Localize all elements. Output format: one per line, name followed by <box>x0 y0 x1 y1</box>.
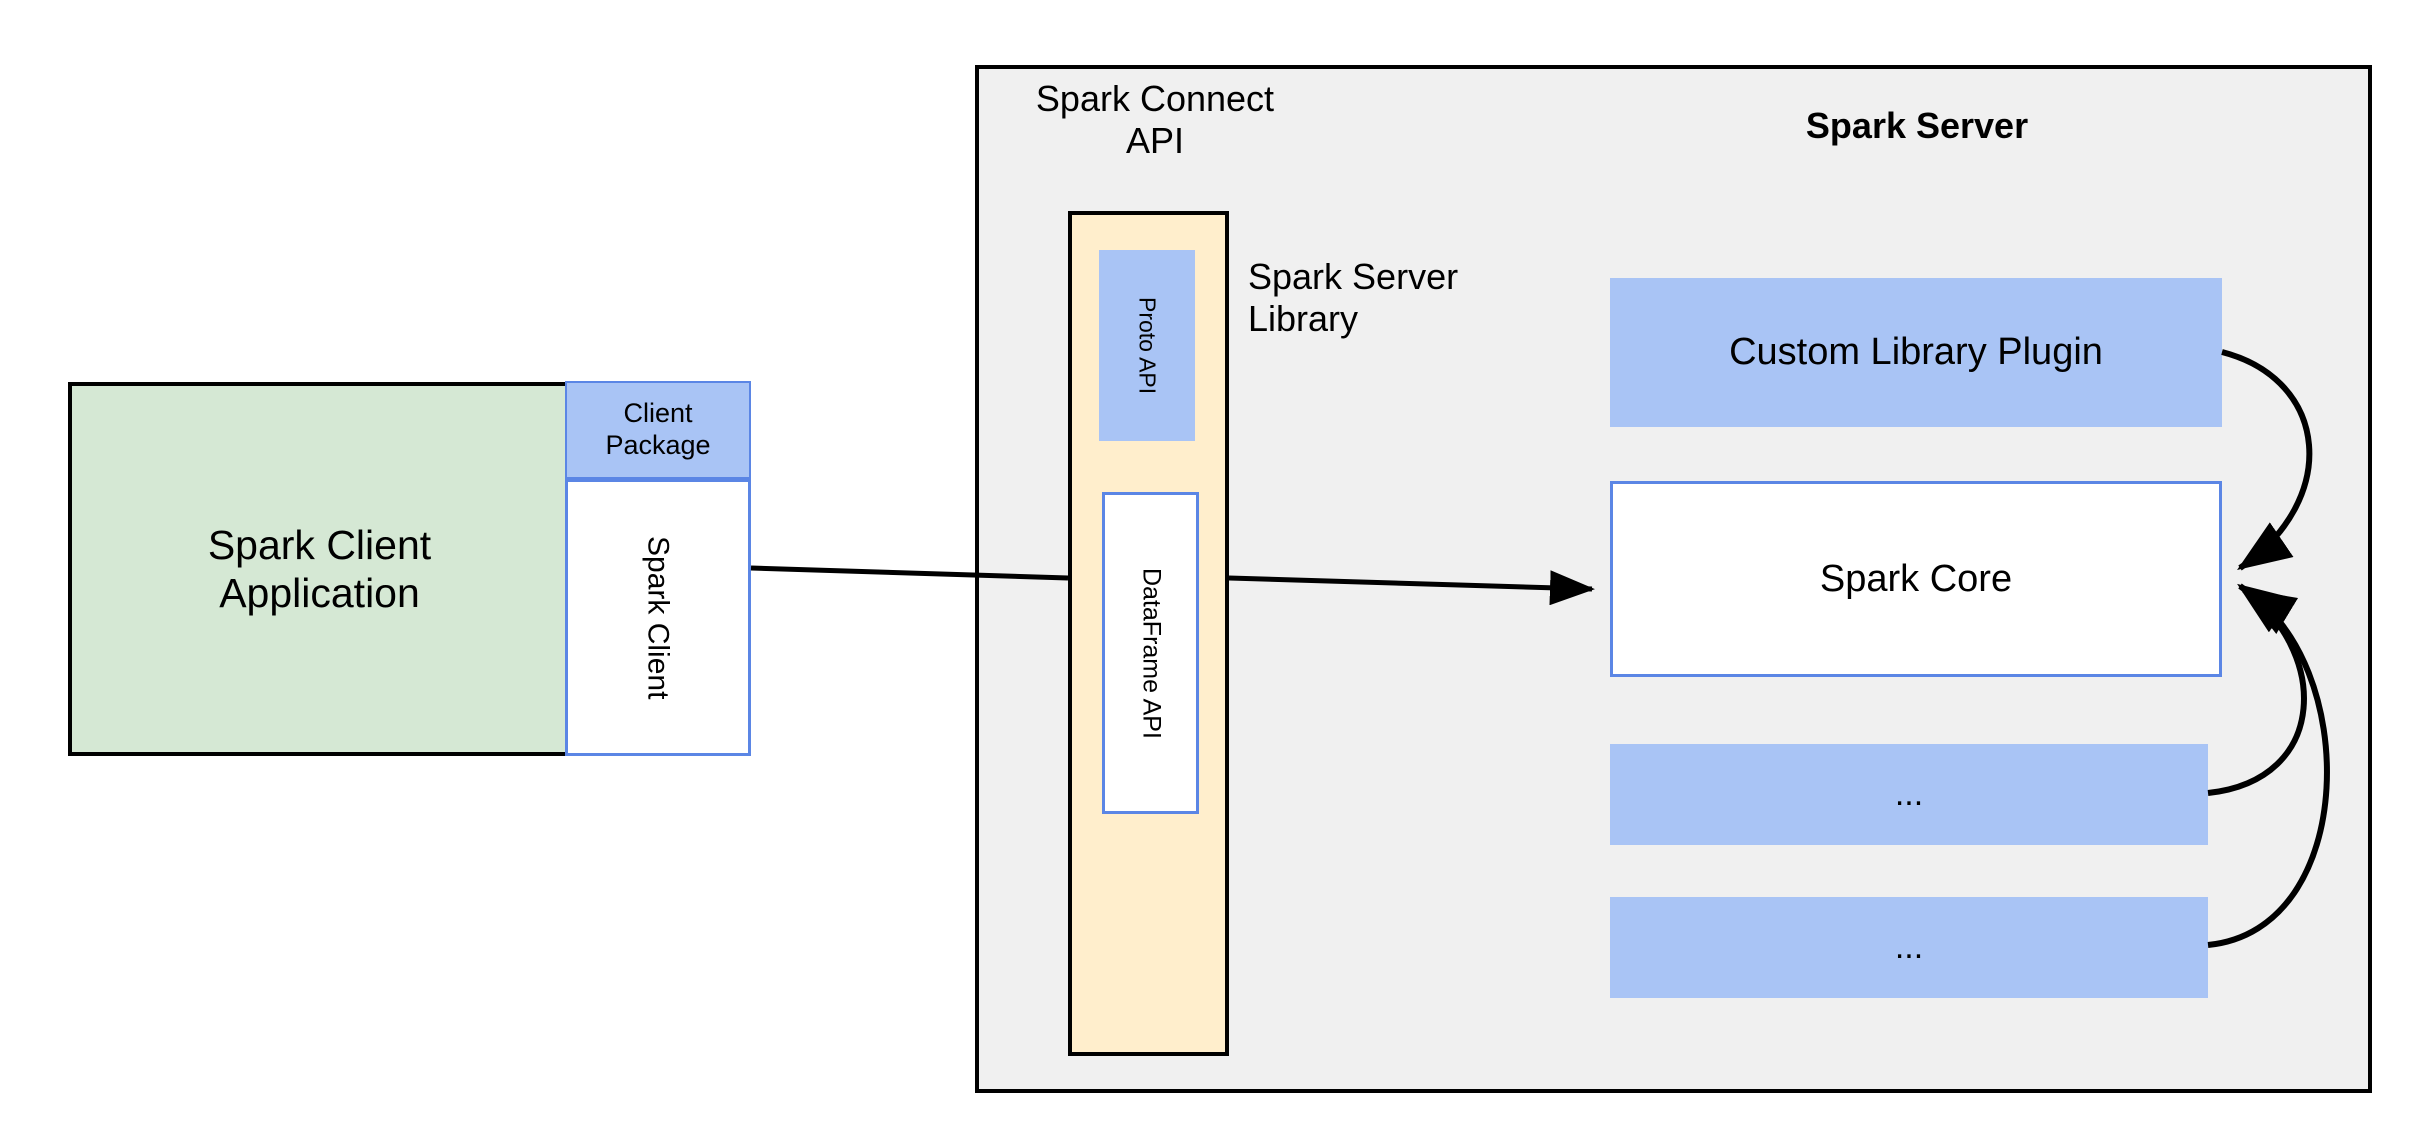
spark-client-application-box[interactable] <box>68 382 571 756</box>
ellipsis-box-2[interactable] <box>1610 897 2208 998</box>
spark-server-title: Spark Server <box>1805 104 2029 146</box>
spark-client-application-label: Spark Client Application <box>207 521 432 616</box>
client-package-box[interactable] <box>565 381 751 479</box>
ellipsis-label-1: ... <box>1894 775 1924 814</box>
spark-connect-api-label: Spark Connect API <box>1035 77 1275 161</box>
spark-client-text: Spark Client <box>641 535 675 700</box>
spark-client-label: Spark Client <box>565 479 751 756</box>
spark-server-library-label: Spark Server Library <box>1248 255 1459 339</box>
dataframe-api-text: DataFrame API <box>1137 567 1166 739</box>
ellipsis-box-1[interactable] <box>1610 744 2208 845</box>
proto-api-box[interactable] <box>1099 250 1195 441</box>
proto-api-text: Proto API <box>1134 296 1161 395</box>
dataframe-api-label: DataFrame API <box>1102 492 1199 814</box>
proto-api-label: Proto API <box>1099 250 1195 441</box>
spark-core-box[interactable] <box>1610 481 2222 677</box>
custom-library-plugin-box[interactable] <box>1610 278 2222 427</box>
custom-library-plugin-label: Custom Library Plugin <box>1729 331 2103 374</box>
spark-client-box[interactable] <box>565 479 751 756</box>
dataframe-api-box[interactable] <box>1102 492 1199 814</box>
client-package-label: Client Package <box>605 398 711 460</box>
spark-core-label: Spark Core <box>1819 557 2013 600</box>
ellipsis-label-2: ... <box>1894 928 1924 967</box>
